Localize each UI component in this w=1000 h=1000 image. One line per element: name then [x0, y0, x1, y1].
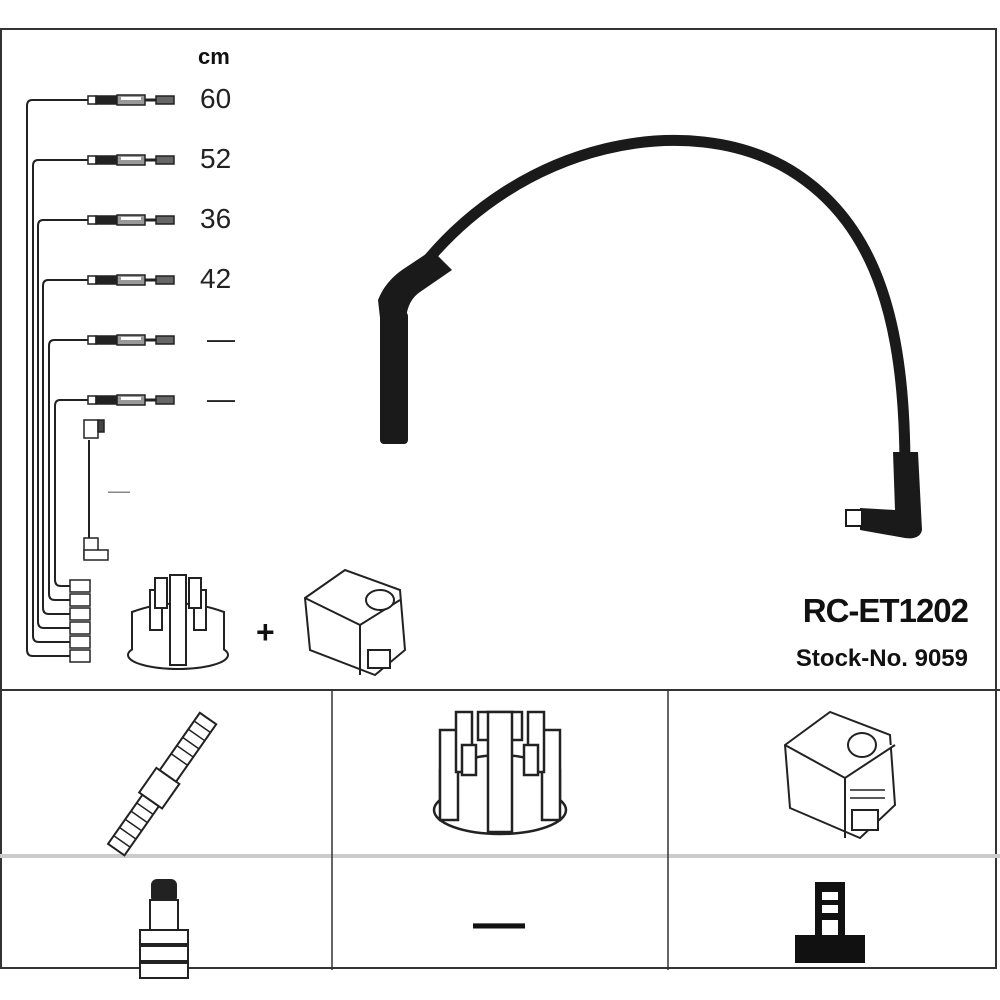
cable-length-4: 42 [200, 263, 232, 294]
cable-length-3: 36 [200, 203, 232, 234]
distributor-cap-small-icon [127, 574, 229, 670]
ignition-coil-small-icon [303, 568, 407, 677]
spark-plug-icon [106, 711, 218, 857]
ignition-coil-icon [783, 710, 897, 840]
cable-set-schematic [26, 99, 90, 657]
ignition-cable-illustration [378, 134, 922, 539]
spark-plug-terminal-icon [139, 879, 189, 979]
product-code: RC-ET1202 [802, 592, 969, 629]
plus-sign: + [256, 614, 275, 650]
stock-number: Stock-No. 9059 [795, 645, 968, 672]
cable-length-2: 52 [200, 143, 232, 174]
cable-length-5: — [207, 323, 235, 354]
cable-length-1: 60 [200, 83, 232, 114]
coil-terminal-icon [795, 882, 865, 963]
no-distributor-terminal: — [473, 894, 525, 952]
diagram-frame [0, 28, 997, 969]
cable-connectors [69, 94, 176, 663]
coil-cable-length: — [108, 478, 130, 503]
distributor-cap-icon [432, 710, 568, 836]
cable-length-6: — [207, 383, 235, 414]
unit-label: cm [198, 44, 230, 69]
